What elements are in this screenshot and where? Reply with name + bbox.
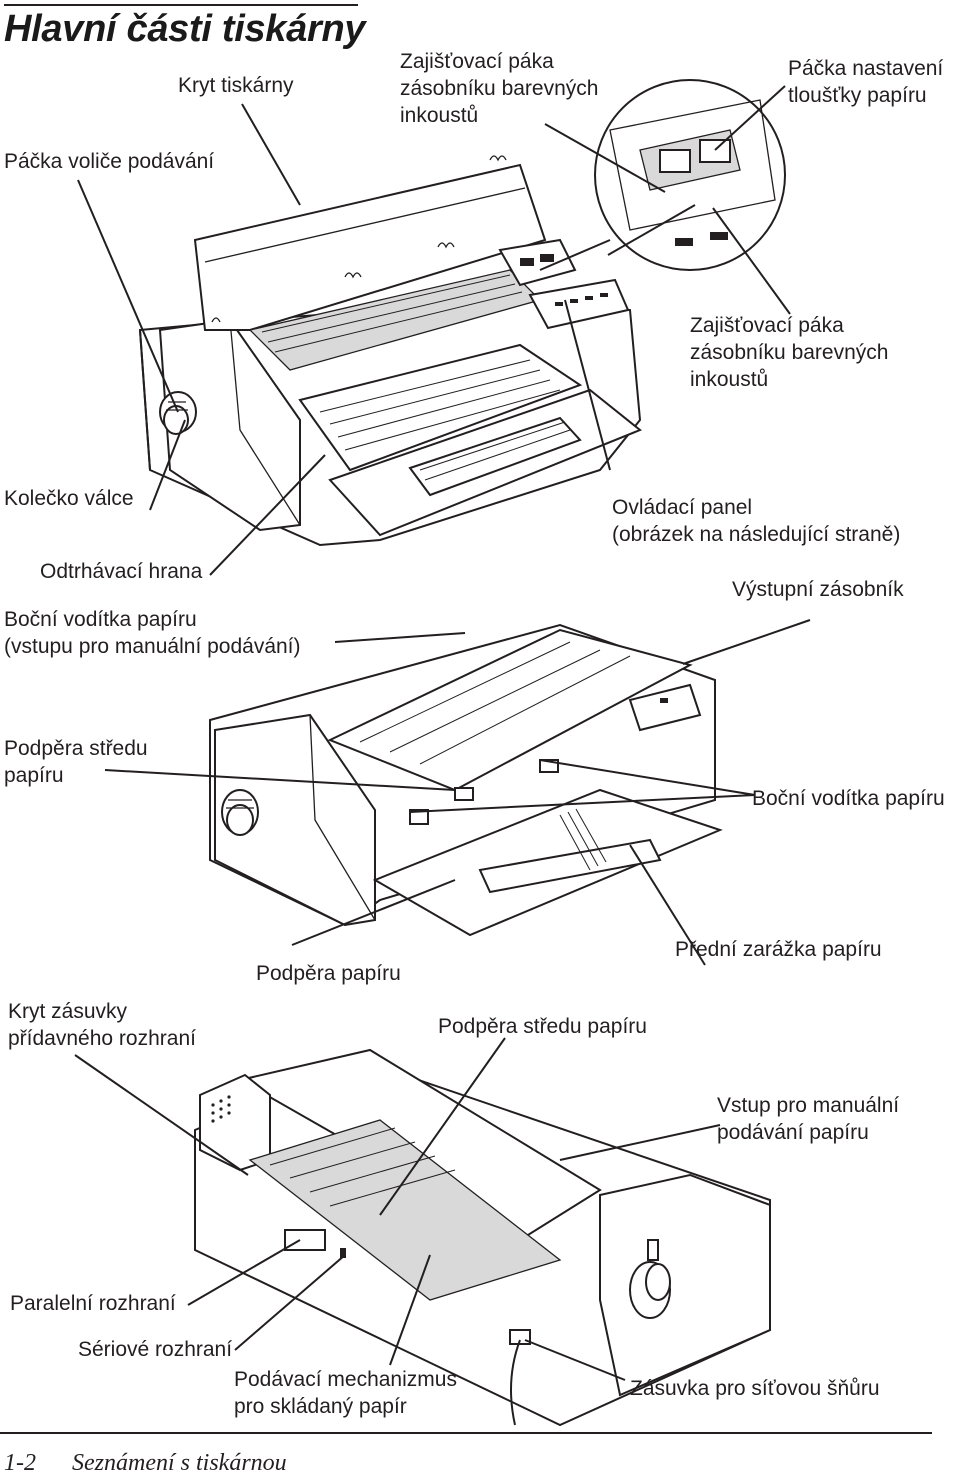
label-podavaci-mechanizmus: Podávací mechanizmus pro skládaný papír: [234, 1368, 457, 1418]
label-packa-nastaveni: Páčka nastavení tloušťky papíru: [788, 57, 944, 107]
label-vstup-manual: Vstup pro manuální podávání papíru: [717, 1094, 900, 1144]
label-podpera-papiru: Podpěra papíru: [256, 962, 401, 985]
page-number: 1-2: [4, 1450, 36, 1476]
label-podpera-stredu: Podpěra středu papíru: [4, 737, 148, 787]
serial-port: [340, 1248, 346, 1258]
label-kryt-zasuvky: Kryt zásuvky přídavného rozhraní: [8, 1000, 196, 1050]
label-packa-volice: Páčka voliče podávání: [4, 150, 215, 173]
label-zajistovaci-paka-mid: Zajišťovací páka zásobníku barevných ink…: [690, 314, 889, 391]
control-panel-2: [628, 683, 702, 732]
parallel-port: [284, 1229, 326, 1251]
bottom-rule: [0, 1432, 932, 1434]
leader-lines: [74, 85, 811, 1381]
label-odtrhavaci-hrana: Odtrhávací hrana: [40, 560, 203, 583]
label-podpera-stredu-papiru: Podpěra středu papíru: [438, 1015, 647, 1038]
label-zasuvka-sit: Zásuvka pro síťovou šňůru: [630, 1377, 880, 1400]
detail-inset-circle: [594, 79, 786, 271]
label-kryt-tiskarny: Kryt tiskárny: [178, 74, 294, 97]
label-zajistovaci-paka-top: Zajišťovací páka zásobníku barevných ink…: [400, 50, 599, 127]
interface-slot-cover: [199, 1073, 271, 1172]
print-head: [498, 238, 577, 287]
printer-open-cover-illustration: [138, 79, 786, 547]
printer-rear-illustration: [194, 1048, 771, 1427]
label-kolecko-valce: Kolečko válce: [4, 487, 134, 510]
platen-knob-1: [159, 391, 197, 435]
label-bocni-voditka: Boční vodítka papíru: [752, 787, 945, 810]
label-ovladaci-panel: Ovládací panel (obrázek na následující s…: [612, 496, 901, 546]
platen-knob-2: [221, 789, 259, 836]
platen-knob-3: [629, 1239, 671, 1319]
chapter-title: Seznámení s tiskárnou: [72, 1450, 287, 1476]
label-seriove-rozhrani: Sériové rozhraní: [78, 1338, 233, 1361]
control-panel-1: [528, 278, 630, 330]
printer-output-tray-illustration: [209, 623, 723, 937]
label-bocni-voditka-manual: Boční vodítka papíru (vstupu pro manuáln…: [4, 608, 301, 658]
label-predni-zarazka: Přední zarážka papíru: [675, 938, 882, 961]
label-paralelni-rozhrani: Paralelní rozhraní: [10, 1292, 176, 1315]
top-rule: [4, 4, 358, 6]
tractor-feed-mechanism: [248, 1119, 562, 1301]
page-title: Hlavní části tiskárny: [4, 8, 366, 50]
label-vystupni-zasobnik: Výstupní zásobník: [732, 578, 904, 601]
